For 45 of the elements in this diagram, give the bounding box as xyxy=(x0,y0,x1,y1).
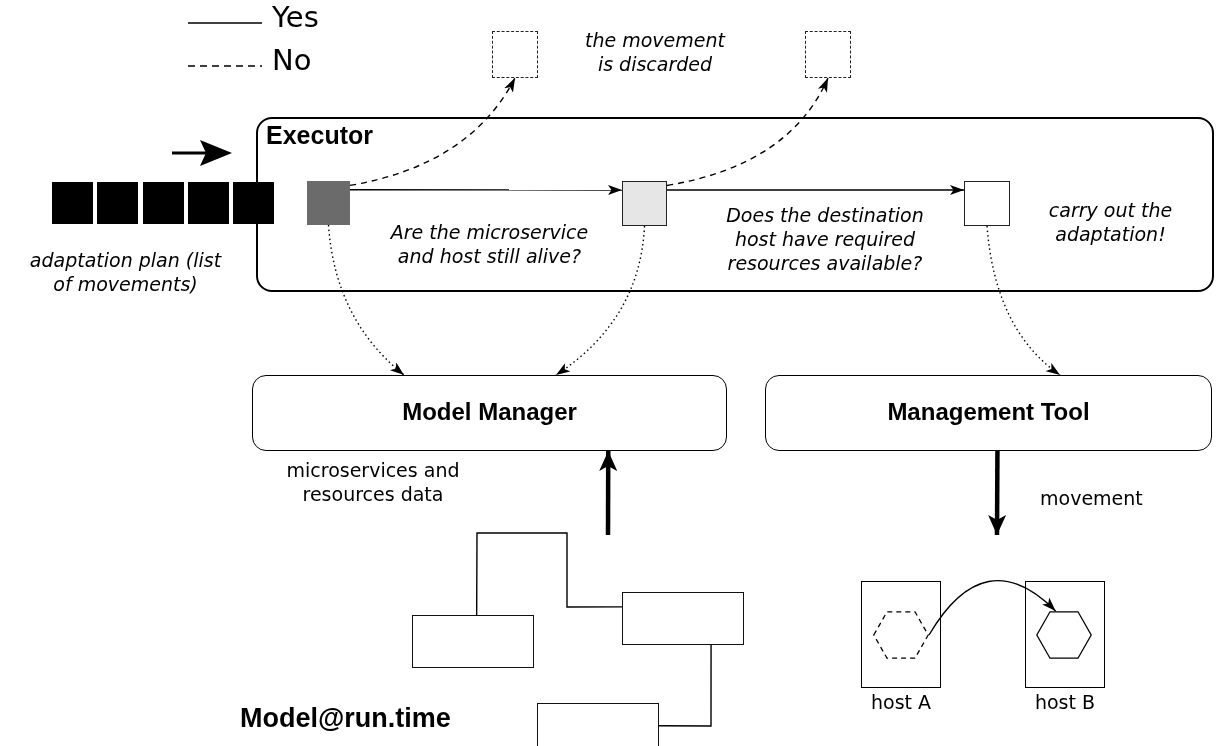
connector-line xyxy=(475,532,623,616)
arrow xyxy=(986,225,1061,376)
queue-block xyxy=(52,182,93,224)
movement-block xyxy=(621,180,667,226)
component-title: Management Tool xyxy=(886,398,1091,426)
note-text: the movement is discarded xyxy=(584,28,727,76)
queue-block xyxy=(143,182,184,224)
arrow xyxy=(666,185,965,195)
executor-panel xyxy=(256,117,1214,292)
arrow xyxy=(928,579,1057,636)
caption-text: adaptation plan (list of movements) xyxy=(28,248,223,296)
arrow xyxy=(555,225,646,376)
queue-block xyxy=(97,182,138,224)
host-label: host A xyxy=(869,691,933,713)
host-label: host B xyxy=(1033,691,1097,713)
edge-label: Are the microservice and host still alive? xyxy=(389,220,590,268)
panel-title: Executor xyxy=(266,121,373,150)
arrow xyxy=(349,77,516,187)
arrow xyxy=(349,185,623,195)
edge-label: Does the destination host have required resources available? xyxy=(725,203,925,275)
note-text: microservices and resources data xyxy=(285,458,461,506)
arrow xyxy=(327,224,405,376)
component-box xyxy=(252,375,727,451)
microservice-hexagon xyxy=(873,611,929,659)
discarded-slot xyxy=(492,31,538,78)
arrow xyxy=(666,77,829,187)
discarded-slot xyxy=(805,31,851,78)
arrow xyxy=(988,451,1007,535)
model-title: Model@run.time xyxy=(240,703,452,734)
model-element-box xyxy=(622,592,744,645)
legend-text: Yes xyxy=(272,0,319,35)
component-box xyxy=(765,375,1212,451)
legend-text: No xyxy=(272,42,312,78)
movement-block xyxy=(306,180,350,225)
component-title: Model Manager xyxy=(401,398,578,426)
microservice-hexagon xyxy=(1036,611,1092,659)
arrow xyxy=(599,451,618,535)
edge-label: movement xyxy=(1040,486,1144,510)
model-element-box xyxy=(537,703,659,746)
movement-block xyxy=(963,180,1010,226)
queue-block xyxy=(188,182,229,224)
connector-line xyxy=(658,644,712,727)
model-element-box xyxy=(412,615,534,668)
note-text: carry out the adaptation! xyxy=(1047,197,1174,246)
queue-block xyxy=(233,182,274,224)
